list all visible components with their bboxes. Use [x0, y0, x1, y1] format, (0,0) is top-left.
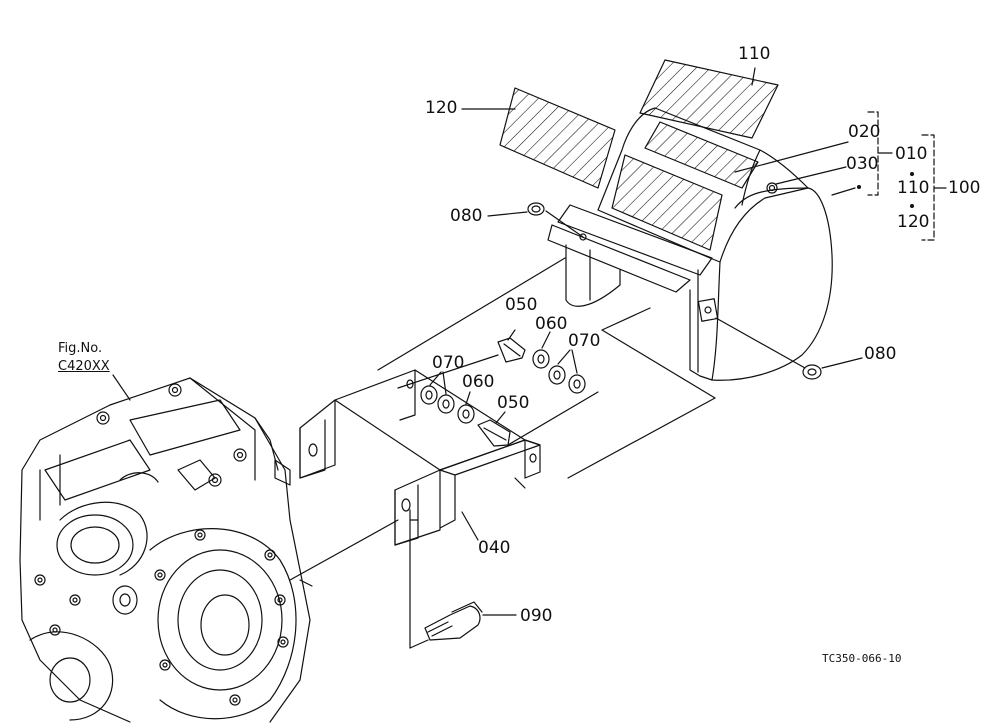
callout-030: 030	[846, 154, 879, 174]
washers-lower	[420, 371, 475, 424]
callout-090: 090	[520, 606, 553, 626]
cover-body	[547, 107, 856, 381]
pointer-dot	[857, 185, 861, 189]
separator-dot	[910, 204, 914, 208]
callout-120: 120	[425, 98, 458, 118]
nut-080-upper	[487, 202, 584, 238]
callout-120-group: 120	[897, 212, 930, 232]
bolt-090	[409, 509, 517, 649]
callout-020: 020	[848, 122, 881, 142]
callout-070-upper: 070	[568, 331, 601, 351]
callout-060-upper: 060	[535, 314, 568, 334]
decal-110	[639, 59, 779, 139]
callout-080-upper: 080	[450, 206, 483, 226]
callout-080-lower: 080	[864, 344, 897, 364]
callout-110-group: 110	[897, 178, 930, 198]
decal-120	[499, 87, 616, 189]
washers-upper	[532, 331, 586, 394]
nut-080-lower	[715, 317, 863, 380]
bolt-050-lower	[477, 411, 511, 447]
callout-050-upper: 050	[505, 295, 538, 315]
figure-ref-code[interactable]: C420XX	[58, 359, 110, 374]
callout-070-lower: 070	[432, 353, 465, 373]
transmission-housing	[19, 374, 399, 723]
separator-dot	[910, 172, 914, 176]
callout-110: 110	[738, 44, 771, 64]
callout-050-lower: 050	[497, 393, 530, 413]
figure-ref-label: Fig.No.	[58, 341, 103, 356]
drawing-number: TC350-066-10	[822, 652, 902, 665]
callout-060-lower: 060	[462, 372, 495, 392]
bracket-040	[299, 369, 541, 546]
bolt-050-upper	[497, 329, 526, 363]
callout-010: 010	[895, 144, 928, 164]
callout-100: 100	[948, 178, 981, 198]
callout-040: 040	[478, 538, 511, 558]
